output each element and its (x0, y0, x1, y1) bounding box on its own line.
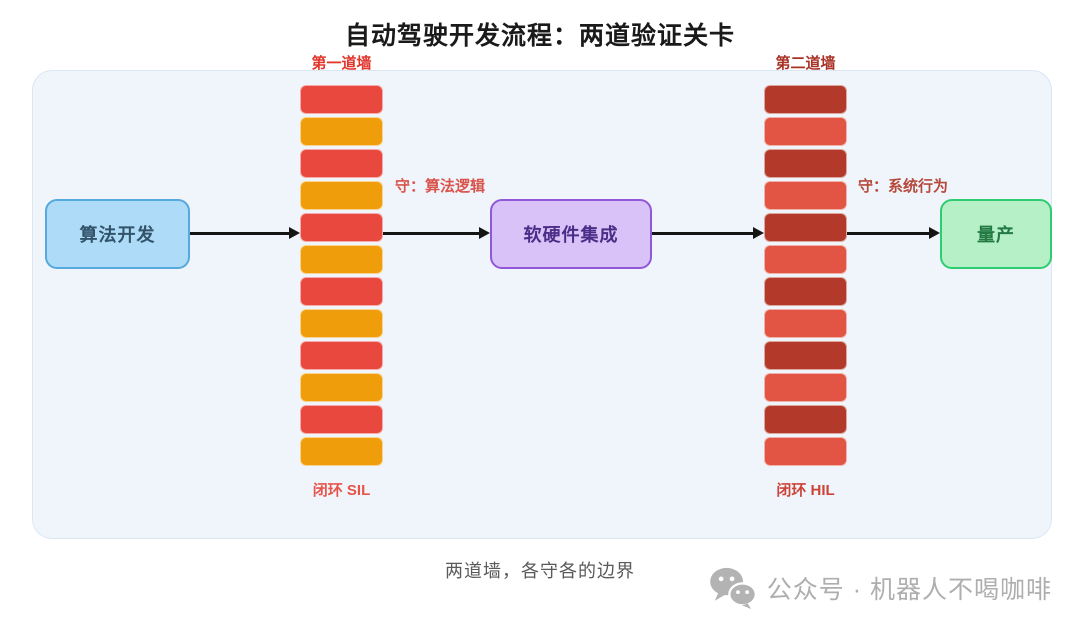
wall-brick (764, 341, 847, 370)
wall-brick (764, 149, 847, 178)
wall-brick (300, 309, 383, 338)
flow-arrow (652, 227, 764, 239)
flow-arrow (847, 227, 940, 239)
watermark-text: 公众号 · 机器人不喝咖啡 (766, 576, 1052, 604)
wall-brick (300, 373, 383, 402)
node-algorithm-development: 算法开发 (45, 199, 190, 269)
wall-brick (764, 373, 847, 402)
wall-brick (764, 277, 847, 306)
wall-brick (300, 245, 383, 274)
wall-brick (300, 85, 383, 114)
wall-brick (764, 245, 847, 274)
wall-brick (764, 85, 847, 114)
footer-caption: 两道墙，各守各的边界 (445, 561, 635, 581)
wall-sil-top-label: 第一道墙 (311, 55, 372, 72)
wall-brick (764, 213, 847, 242)
diagram-panel (32, 70, 1052, 539)
wall-hil-bottom-label: 闭环 HIL (776, 482, 835, 499)
wall-brick (300, 117, 383, 146)
node-mass-production: 量产 (940, 199, 1052, 269)
flow-arrow (190, 227, 300, 239)
wall-brick (764, 117, 847, 146)
wall-brick (764, 437, 847, 466)
wall-sil-side-label: 守：算法逻辑 (395, 178, 486, 195)
wall-brick (300, 405, 383, 434)
page-title: 自动驾驶开发流程：两道验证关卡 (344, 22, 735, 50)
flow-arrow (383, 227, 490, 239)
wall-hil-bricks (764, 85, 847, 469)
wall-sil-bricks (300, 85, 383, 469)
watermark: 公众号 · 机器人不喝咖啡 (709, 567, 1052, 609)
node-hw-sw-integration: 软硬件集成 (490, 199, 652, 269)
wall-brick (764, 405, 847, 434)
wechat-icon (709, 567, 757, 609)
wall-brick (300, 437, 383, 466)
wall-sil-bottom-label: 闭环 SIL (312, 482, 371, 499)
wall-brick (300, 341, 383, 370)
wall-brick (300, 181, 383, 210)
wall-hil-side-label: 守：系统行为 (858, 178, 949, 195)
wall-brick (300, 149, 383, 178)
wall-brick (300, 277, 383, 306)
wall-brick (764, 309, 847, 338)
wall-hil-top-label: 第二道墙 (775, 55, 836, 72)
wall-brick (300, 213, 383, 242)
wall-brick (764, 181, 847, 210)
